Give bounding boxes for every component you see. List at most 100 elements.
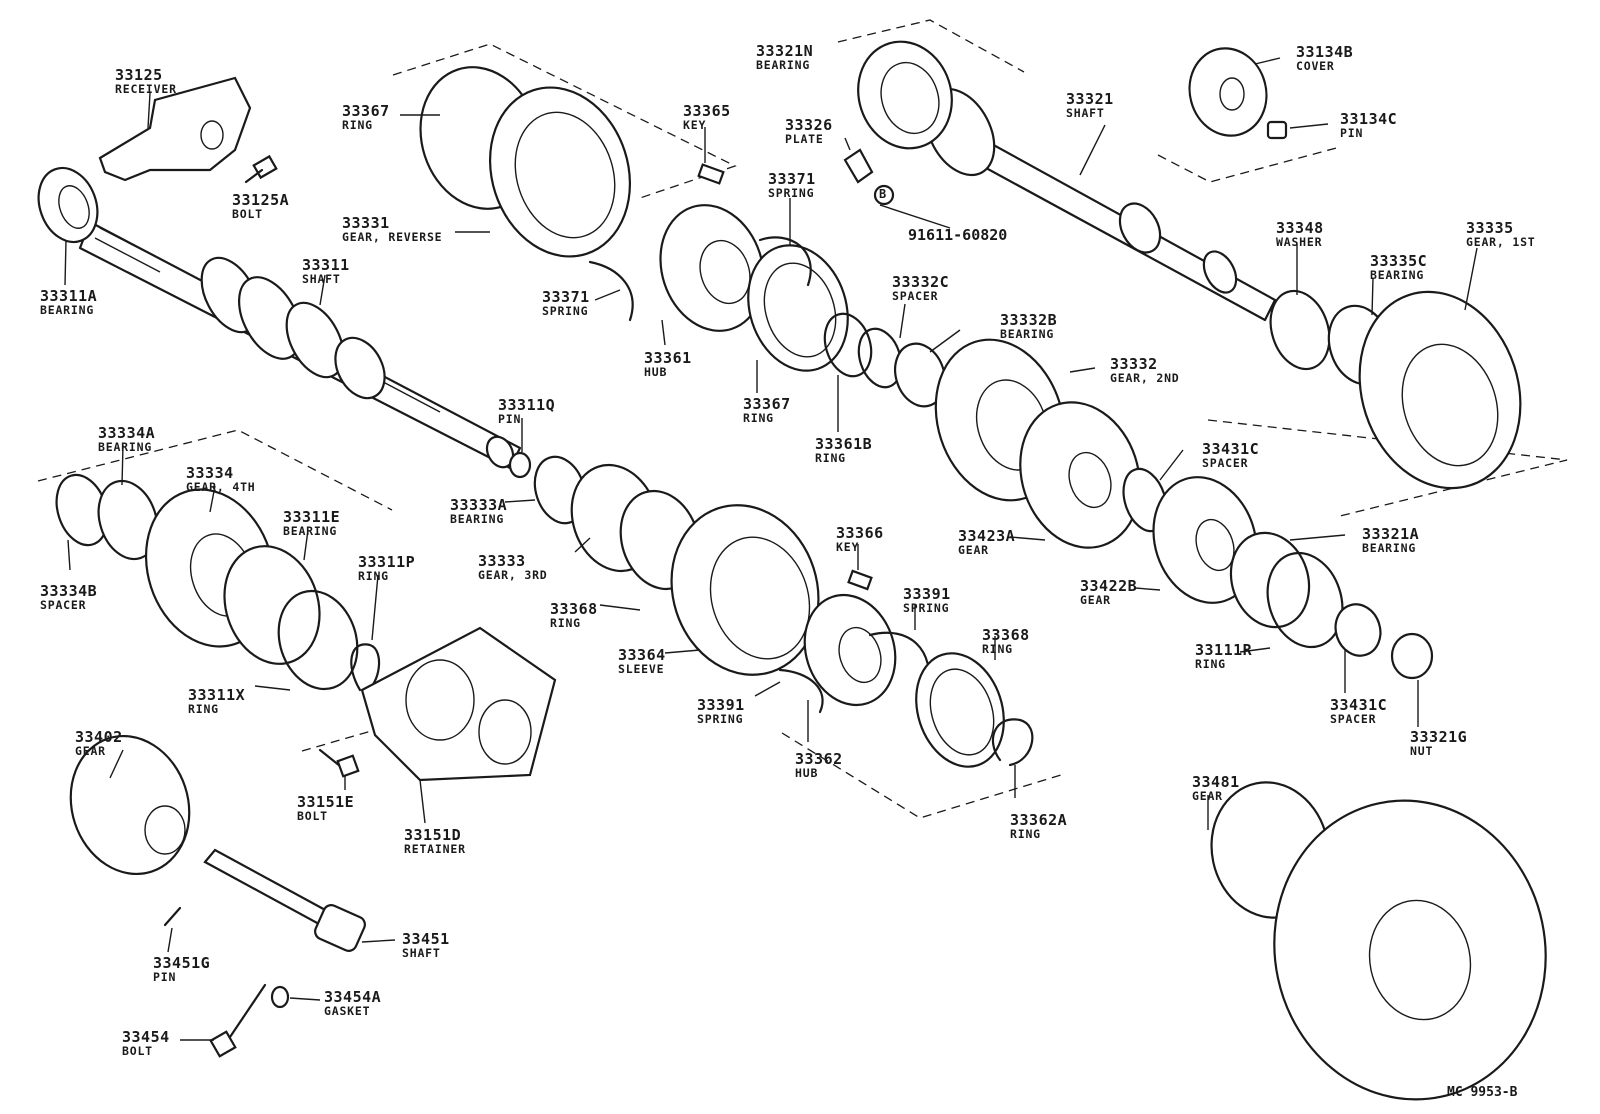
assembly-boundary-bolt <box>301 728 379 752</box>
nut-33321G <box>1390 632 1434 680</box>
assembly-boundary-upper-left <box>392 43 737 199</box>
retainer-33151D <box>360 626 557 782</box>
gasket-33454A <box>270 985 290 1009</box>
cover-33134B-boss <box>1219 77 1245 111</box>
gear-33402 <box>69 734 191 876</box>
leader-lines <box>64 57 1478 1041</box>
receiver-33125 <box>98 76 252 182</box>
callout-b-letter: B <box>879 187 887 201</box>
washer-33348 <box>1269 289 1331 371</box>
bolt-33125A <box>244 154 278 184</box>
receiver-hole <box>200 120 224 150</box>
bolt-33151E <box>318 748 360 778</box>
assembly-boundary-left <box>37 429 393 511</box>
ring-33368-inner <box>929 668 995 756</box>
key-33365 <box>697 163 725 185</box>
bearing-33321N <box>857 40 953 150</box>
bearing-33332B <box>894 342 946 408</box>
pin-33134C <box>1266 120 1288 140</box>
ring-33368 <box>915 652 1005 768</box>
assembly-boundary-cover <box>1157 146 1341 183</box>
assembly-boundary-upper-right <box>837 19 1025 73</box>
bearing-33311A <box>37 166 99 244</box>
diagram-code: MC 9953-B <box>1447 1085 1518 1100</box>
ring-33311P <box>350 643 381 694</box>
ring-33111R <box>1266 551 1344 649</box>
gear-1st-33335 <box>1358 290 1522 490</box>
ring-33367-inner <box>763 262 837 358</box>
hub-33361 <box>659 204 765 332</box>
assembly-boundary-right <box>1207 419 1568 517</box>
assembly-boundary-lower <box>781 732 1065 819</box>
ring-33362A <box>991 718 1034 767</box>
ring-33361B <box>823 312 873 378</box>
cover-33134B <box>1188 47 1268 137</box>
pin-33451G <box>163 906 182 927</box>
standard-part-number: 91611-60820 <box>908 226 1008 244</box>
spring-33371 <box>758 236 812 287</box>
bearing-33334A <box>97 479 159 561</box>
reverse-gear-33331 <box>419 66 632 258</box>
shaft-33451 <box>203 848 366 952</box>
ring-33311X <box>277 589 359 691</box>
bearing-33321N-inner <box>880 61 940 135</box>
gear-33481 <box>1210 781 1547 1101</box>
key-33366 <box>847 569 873 591</box>
pin-33311Q <box>508 451 532 479</box>
hub-33362 <box>803 593 897 707</box>
spacer-33431C-lower <box>1334 603 1382 657</box>
ring-33367 <box>747 244 849 372</box>
gear-33423A <box>1019 401 1141 549</box>
